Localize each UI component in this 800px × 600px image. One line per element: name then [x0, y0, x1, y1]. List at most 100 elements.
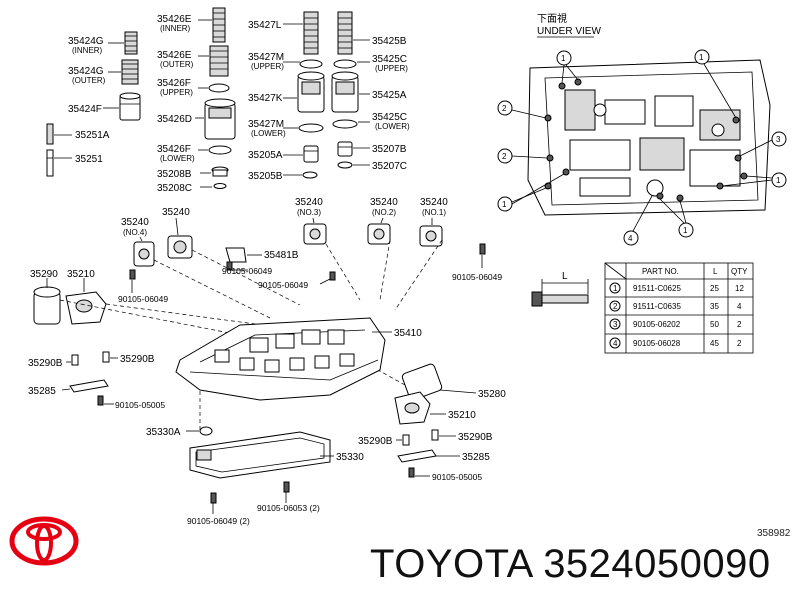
label-35427m-upper-sub: (UPPER) [251, 62, 284, 71]
clip-35207c [337, 161, 353, 169]
label-35427k: 35427K [248, 93, 283, 104]
label-35427l: 35427L [248, 20, 282, 31]
svg-text:1: 1 [561, 54, 566, 63]
table-header-qty: QTY [731, 267, 748, 276]
under-view-body [527, 59, 771, 216]
sleeve-35425a [331, 71, 359, 113]
label-35424g-outer-sub: (OUTER) [72, 76, 106, 85]
label-35330a: 35330A [146, 427, 181, 438]
label-35240-no3: 35240 [295, 197, 323, 208]
bracket-35481b [225, 247, 247, 263]
oring-35330a [199, 426, 213, 436]
callout-1-b: 1 [694, 49, 737, 119]
label-90105-06049-d: 90105-06049 [118, 294, 168, 304]
label-35240-no2-sub: (NO.2) [372, 208, 396, 217]
bolt-dimension-illustration: L [531, 271, 589, 307]
label-35205b: 35205B [248, 171, 283, 182]
table-row-3-num: 3 [613, 320, 618, 329]
accumulator-35290-left [33, 286, 61, 325]
table-row-4-qty: 2 [737, 339, 742, 348]
svg-text:2: 2 [502, 104, 507, 113]
strainer-35330 [189, 431, 331, 479]
table-row-2-num: 2 [613, 302, 618, 311]
table-row-3-l: 50 [710, 320, 719, 329]
callout-1-a: 1 [556, 50, 579, 84]
svg-text:4: 4 [628, 234, 633, 243]
under-view-title-jp: 下面視 [537, 12, 567, 25]
label-35240-no4-sub: (NO.4) [123, 228, 147, 237]
oring-35425c-lower [332, 119, 358, 129]
label-35240-no3-sub: (NO.3) [297, 208, 321, 217]
label-35426e-inner-sub: (INNER) [160, 24, 191, 33]
callout-1-c: 1 [497, 173, 565, 212]
spring-35424g-inner [124, 31, 138, 55]
table-header-l: L [713, 267, 718, 276]
sleeve-35424f [119, 92, 141, 121]
label-35426e-outer: 35426E [157, 50, 192, 61]
table-row-2-l: 35 [710, 302, 719, 311]
label-35285-left: 35285 [28, 386, 56, 397]
label-35425b: 35425B [372, 36, 407, 47]
bolt-a [226, 261, 233, 271]
label-35280: 35280 [478, 389, 506, 400]
svg-text:3: 3 [776, 135, 781, 144]
label-35425a: 35425A [372, 90, 407, 101]
solenoid-35240-no4 [133, 241, 155, 267]
table-row-4-num: 4 [613, 339, 618, 348]
part-number: 3524050090 [543, 542, 771, 586]
table-row-2-qty: 4 [737, 302, 742, 311]
label-35290b-b: 35290B [120, 354, 155, 365]
clip-35208c [213, 183, 227, 189]
spring-35426e-outer [209, 45, 229, 77]
pin-35251 [46, 149, 54, 177]
label-35290b-d: 35290B [458, 432, 493, 443]
spring-35426e-inner [212, 7, 226, 43]
sleeve-35427k [297, 71, 325, 113]
bolt-table: PART NO. L QTY 1 91511-C0625 25 12 2 915… [604, 262, 754, 354]
plate-35285-left [69, 379, 109, 393]
plug-35205a [303, 145, 319, 163]
pin-35251a [46, 123, 54, 145]
solenoid-35240 [167, 235, 193, 259]
bolt-06053-2 [283, 481, 290, 493]
callout-1-d: 1 [721, 172, 787, 188]
label-35240-a: 35240 [162, 207, 190, 218]
oring-35427m-lower [298, 123, 324, 133]
spring-35425b [337, 11, 353, 55]
label-35210-right: 35210 [448, 410, 476, 421]
bolt-b [329, 271, 336, 281]
clip-35205b [302, 171, 318, 179]
pin-35290b-a [71, 354, 79, 366]
label-35424f: 35424F [68, 104, 102, 115]
svg-text:1: 1 [699, 53, 704, 62]
bolt-06049-2 [210, 492, 217, 504]
solenoid-35210-right [394, 391, 431, 425]
table-row-1-num: 1 [613, 284, 618, 293]
label-90105-06053-2: 90105-06053 (2) [257, 503, 320, 513]
callout-4: 4 [623, 195, 653, 246]
dimension-l-label: L [562, 271, 568, 282]
label-35330: 35330 [336, 452, 364, 463]
table-row-1-l: 25 [710, 284, 719, 293]
pin-35290b-b [102, 351, 110, 363]
label-35208b: 35208B [157, 169, 192, 180]
label-35424g-inner: 35424G [68, 36, 104, 47]
oring-35426f-upper [208, 83, 230, 93]
label-35210-left: 35210 [67, 269, 95, 280]
plug-35207b [337, 141, 353, 157]
pin-35290b-d [431, 429, 439, 441]
table-row-3-part: 90105-06202 [633, 320, 681, 329]
table-row-1-qty: 12 [735, 284, 744, 293]
label-35290b-a: 35290B [28, 358, 63, 369]
label-35207c: 35207C [372, 161, 407, 172]
label-35251: 35251 [75, 154, 103, 165]
label-35240-no4: 35240 [121, 217, 149, 228]
solenoid-35240-no1 [419, 225, 443, 247]
label-35205a: 35205A [248, 150, 283, 161]
sleeve-35426d [204, 98, 236, 140]
toyota-logo-icon [9, 516, 79, 566]
label-35240-no1-sub: (NO.1) [422, 208, 446, 217]
label-35426e-inner: 35426E [157, 14, 192, 25]
reference-number: 358982 [757, 528, 791, 539]
